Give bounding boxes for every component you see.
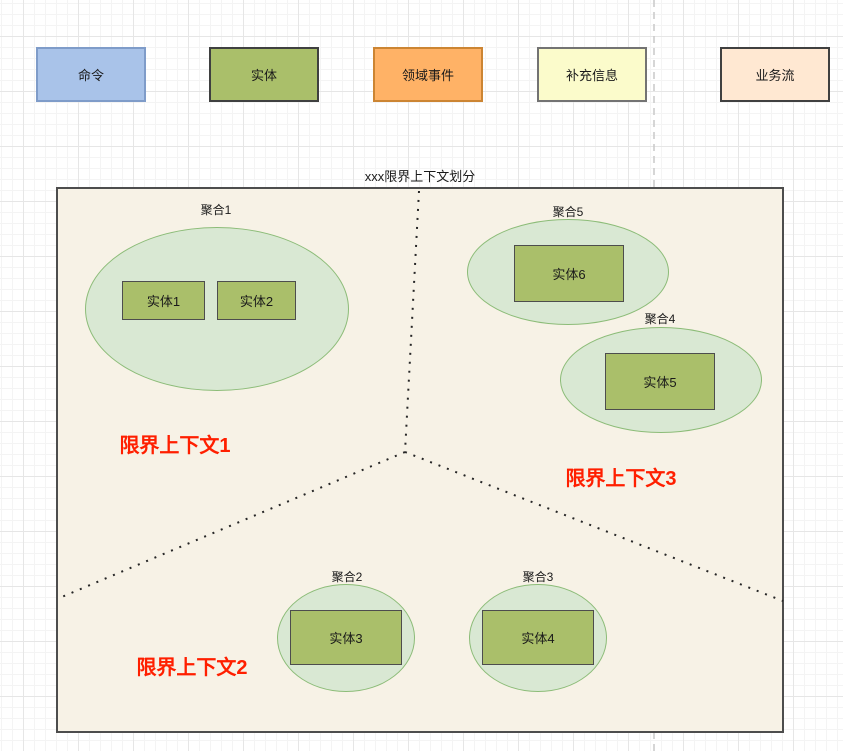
legend-box-command[interactable]: 命令: [36, 47, 146, 102]
context-label-3[interactable]: 限界上下文3: [565, 468, 677, 490]
aggregate-2-label: 聚合2: [331, 570, 363, 584]
entity-3-label: 实体3: [329, 631, 363, 646]
context-label-1[interactable]: 限界上下文1: [119, 435, 231, 457]
legend-box-business-flow[interactable]: 业务流: [720, 47, 830, 102]
legend-label-business-flow: 业务流: [755, 68, 795, 83]
context-label-2[interactable]: 限界上下文2: [136, 657, 248, 679]
entity-box-1[interactable]: 实体1: [122, 281, 205, 320]
entity-2-label: 实体2: [239, 294, 274, 309]
entity-4-label: 实体4: [521, 631, 555, 646]
legend-label-command: 命令: [77, 68, 104, 83]
frame-title: xxx限界上下文划分: [364, 169, 476, 184]
legend-box-supplement-info[interactable]: 补充信息: [537, 47, 647, 102]
bounded-context-frame[interactable]: 聚合1 实体1 实体2 聚合5 实体6 聚合4 实体5 聚合2 实体3 聚合3 …: [56, 187, 784, 733]
aggregate-3-label: 聚合3: [522, 570, 554, 584]
entity-box-3[interactable]: 实体3: [290, 610, 402, 665]
aggregate-1-label: 聚合1: [200, 203, 232, 217]
legend-box-entity[interactable]: 实体: [209, 47, 319, 102]
legend-box-domain-event[interactable]: 领域事件: [373, 47, 483, 102]
legend-label-entity: 实体: [250, 68, 277, 83]
entity-box-2[interactable]: 实体2: [217, 281, 296, 320]
entity-box-6[interactable]: 实体6: [514, 245, 624, 302]
aggregate-4-label: 聚合4: [644, 312, 676, 326]
aggregate-5-label: 聚合5: [552, 205, 584, 219]
entity-1-label: 实体1: [146, 294, 181, 309]
entity-5-label: 实体5: [643, 375, 677, 390]
legend-label-supplement-info: 补充信息: [565, 68, 618, 83]
legend-label-domain-event: 领域事件: [401, 68, 454, 83]
entity-6-label: 实体6: [552, 267, 586, 282]
entity-box-4[interactable]: 实体4: [482, 610, 594, 665]
entity-box-5[interactable]: 实体5: [605, 353, 715, 410]
